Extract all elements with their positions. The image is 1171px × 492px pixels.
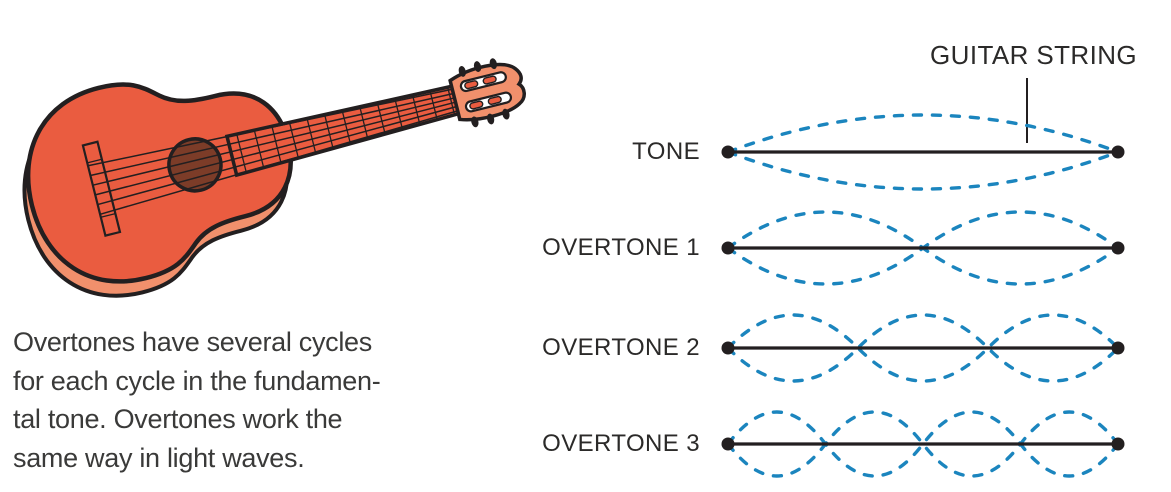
- string-end-dot-right: [1111, 145, 1125, 159]
- tuner-barrel: [469, 100, 484, 110]
- wave-envelope: [726, 113, 1120, 154]
- caption-line: same way in light waves.: [13, 442, 305, 473]
- caption-line: tal tone. Overtones work the: [13, 404, 343, 434]
- tuner-barrel: [487, 95, 502, 105]
- caption-line: for each cycle in the fundamen-: [13, 365, 381, 396]
- row-label-overtone-3: OVERTONE 3: [542, 430, 700, 457]
- string-end-dot-left: [721, 341, 735, 355]
- wave-envelope: [726, 410, 1120, 478]
- strings-group: [87, 87, 461, 216]
- wave-envelope: [726, 313, 1120, 383]
- wave-envelope: [726, 410, 1120, 478]
- tuning-pegs: [458, 58, 510, 128]
- row-label-overtone-2: OVERTONE 2: [542, 334, 700, 361]
- wave-envelope: [726, 313, 1120, 383]
- wave-envelope: [726, 150, 1120, 191]
- sound-hole: [167, 137, 223, 193]
- guitar-string-callout-label: GUITAR STRING: [930, 40, 1137, 70]
- string-end-dot-right: [1111, 341, 1125, 355]
- tuner-barrel: [482, 75, 497, 85]
- string-end-dot-left: [721, 437, 735, 451]
- caption-text: Overtones have several cycles for each c…: [13, 323, 473, 477]
- bridge-tick: [100, 212, 116, 218]
- string-end-dot-right: [1111, 241, 1125, 255]
- string-end-dot-left: [721, 241, 735, 255]
- row-label-overtone-1: OVERTONE 1: [542, 234, 700, 261]
- caption-line: Overtones have several cycles: [13, 327, 372, 357]
- guitar-illustration: [22, 58, 526, 298]
- string-end-dot-left: [721, 145, 735, 159]
- frets-group: [236, 86, 456, 173]
- row-label-tone: TONE: [632, 138, 700, 165]
- string-end-dot-right: [1111, 437, 1125, 451]
- bridge-tick: [87, 158, 102, 164]
- tuner-barrel: [464, 80, 479, 90]
